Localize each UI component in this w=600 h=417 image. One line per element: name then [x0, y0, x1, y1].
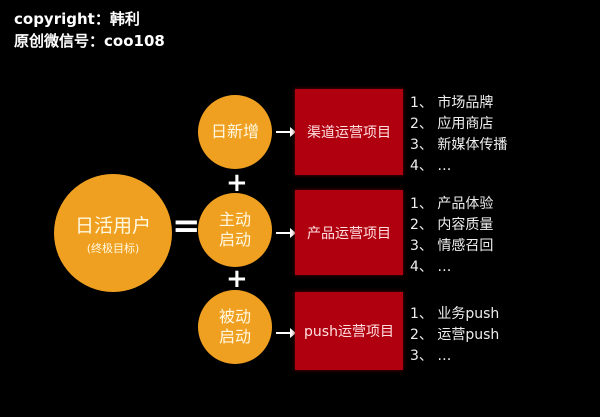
arrow-right-icon — [276, 127, 296, 137]
source-circle-new: 日新增 — [198, 95, 272, 169]
arrow-right-icon — [276, 228, 296, 238]
product-items: 1、 产品体验 2、 内容质量 3、 情感召回 4、 … — [410, 194, 493, 278]
source-circle-passive: 被动 启动 — [198, 290, 272, 364]
source-circle-active: 主动 启动 — [198, 193, 272, 267]
source-label: 日新增 — [210, 122, 259, 141]
list-item: 2、 内容质量 — [410, 217, 494, 233]
wechat-id-text: 原创微信号：coo108 — [14, 32, 165, 50]
dau-subtitle: (终极目标) — [86, 241, 140, 255]
project-box-product: 产品运营项目 — [295, 190, 403, 275]
list-item: 4、 … — [410, 158, 452, 174]
dau-title: 日活用户 — [74, 214, 151, 237]
source-label: 被动 — [218, 307, 251, 326]
list-item: 1、 产品体验 — [410, 196, 494, 212]
list-item: 3、 新媒体传播 — [410, 137, 508, 153]
dau-circle: 日活用户 (终极目标) — [54, 174, 172, 292]
list-item: 3、 情感召回 — [410, 238, 494, 254]
list-item: 2、 运营push — [410, 327, 500, 343]
list-item: 4、 … — [410, 259, 452, 275]
equals-sign: = — [172, 206, 201, 246]
list-item: 2、 应用商店 — [410, 116, 494, 132]
list-item: 1、 业务push — [410, 306, 500, 322]
project-box-channel: 渠道运营项目 — [295, 89, 403, 175]
source-label: 启动 — [218, 327, 251, 346]
list-item: 1、 市场品牌 — [410, 95, 494, 111]
push-items: 1、 业务push 2、 运营push 3、 … — [410, 304, 499, 367]
source-label: 启动 — [218, 230, 251, 249]
copyright-text: copyright：韩利 — [14, 10, 140, 28]
plus-sign: + — [226, 264, 248, 294]
arrow-right-icon — [276, 328, 296, 338]
plus-sign: + — [226, 168, 248, 198]
list-item: 3、 … — [410, 348, 452, 364]
project-box-push: push运营项目 — [295, 292, 403, 370]
source-label: 主动 — [218, 210, 251, 229]
channel-items: 1、 市场品牌 2、 应用商店 3、 新媒体传播 4、 … — [410, 93, 507, 177]
